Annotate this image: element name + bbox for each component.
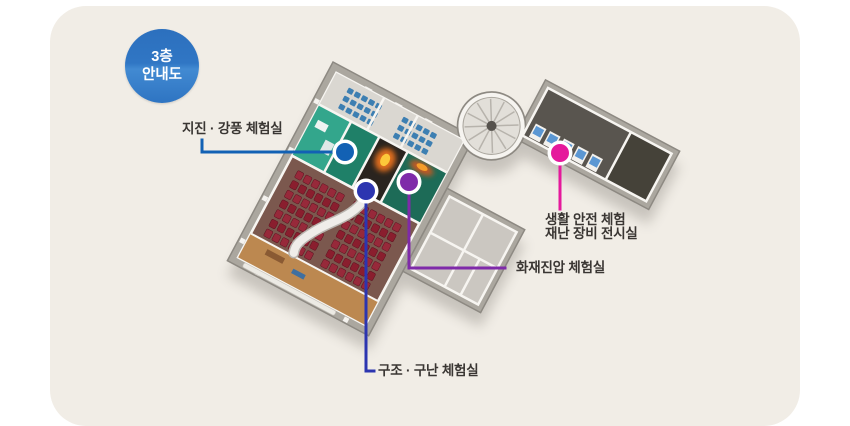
window-band (242, 262, 336, 316)
label-rescue-room: 구조 · 구난 체험실 (378, 363, 479, 378)
floor-badge: 3층 안내도 (125, 29, 199, 103)
marker-rescue-room (353, 178, 379, 204)
equipment-table (314, 119, 329, 133)
leader-fire (407, 191, 507, 270)
corridor-floor (319, 72, 464, 173)
quake-room-floor (292, 104, 352, 173)
floor-badge-line2: 안내도 (141, 67, 183, 83)
label-quake-room: 지진 · 강풍 체험실 (182, 121, 283, 136)
floor-badge-line1: 3층 (151, 49, 173, 65)
floor-plan-illustration (200, 0, 681, 402)
marker-fire-room (396, 169, 422, 195)
escape-slide (289, 192, 371, 257)
label-life-safety-line2: 재난 장비 전시실 (545, 226, 638, 241)
floor-guide-page: { "canvas": { "bg_color": "#ffffff", "ca… (50, 0, 800, 426)
label-fire-room: 화재진압 체험실 (516, 260, 606, 275)
marker-quake-room (332, 139, 358, 165)
stage-edge (250, 232, 379, 303)
spiral-stair-steps (464, 98, 519, 153)
leader-quake (200, 138, 336, 154)
leader-rescue (364, 200, 376, 373)
label-life-safety-room: 생활 안전 체험 재난 장비 전시실 (545, 213, 638, 241)
annex-walls (429, 213, 498, 296)
stair-tower-wall (458, 92, 525, 159)
fire-glow-core (380, 153, 391, 167)
building-plan (226, 0, 681, 402)
wing-divider-wall (604, 131, 633, 181)
room-markers (332, 139, 573, 204)
leader-lines (200, 138, 562, 373)
marker-life-safety-room (547, 140, 573, 166)
stair-center-post (486, 120, 497, 131)
label-life-safety-line1: 생활 안전 체험 (545, 212, 626, 227)
fire-band-core (416, 163, 428, 171)
stage-prop (264, 249, 286, 264)
stage-prop-2 (291, 268, 306, 280)
